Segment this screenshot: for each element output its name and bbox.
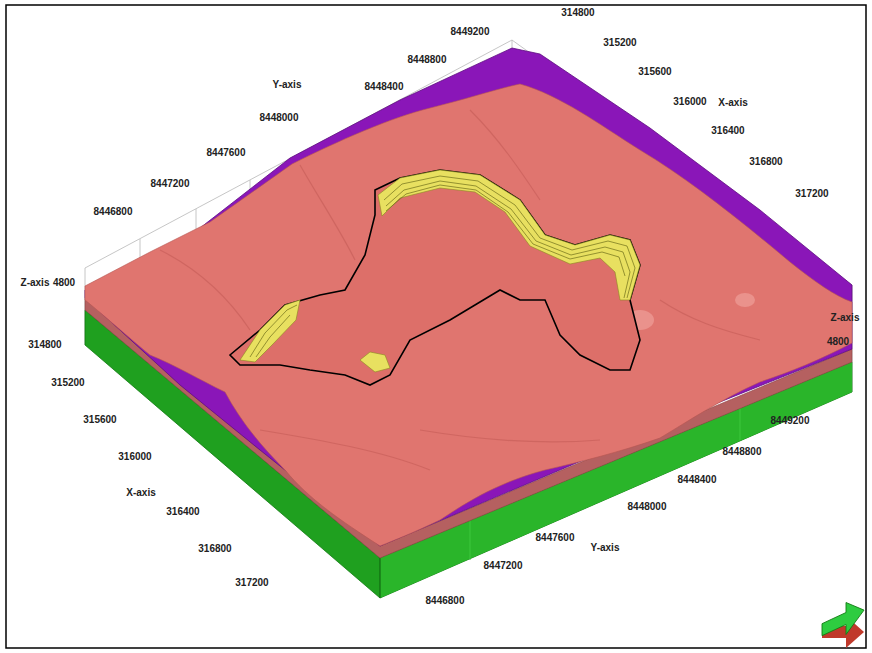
axis-tick-label: 314800 — [561, 8, 594, 18]
axis-tick-label: 8448000 — [628, 502, 667, 512]
axis-tick-label: 4800 — [827, 337, 849, 347]
axis-tick-label: 316800 — [749, 157, 782, 167]
bench-lines — [250, 176, 635, 357]
axis-tick-label: 8448400 — [365, 82, 404, 92]
axis-tick-label: 317200 — [795, 189, 828, 199]
axis-tick-label: 316000 — [118, 452, 151, 462]
axis-tick-label: 317200 — [235, 578, 268, 588]
axis-tick-label: 315200 — [51, 378, 84, 388]
axis-title: Z-axis — [831, 313, 860, 323]
orientation-arrow — [822, 594, 864, 648]
pit-outline — [230, 170, 640, 385]
axis-tick-label: 316800 — [198, 544, 231, 554]
axis-tick-label: 8447600 — [536, 533, 575, 543]
axis-tick-label: 8447600 — [207, 148, 246, 158]
axis-tick-label: 4800 — [53, 278, 75, 288]
axis-tick-label: 316400 — [166, 507, 199, 517]
axis-title: Y-axis — [591, 543, 620, 553]
axis-tick-label: 8446800 — [426, 596, 465, 606]
axis-tick-label: 316400 — [711, 126, 744, 136]
axis-tick-label: 315600 — [83, 415, 116, 425]
frame — [6, 5, 866, 648]
axis-tick-label: 8449200 — [451, 27, 490, 37]
axis-tick-label: 314800 — [28, 340, 61, 350]
axis-tick-label: 8447200 — [151, 179, 190, 189]
axis-title: X-axis — [126, 488, 155, 498]
axis-tick-label: 8448800 — [723, 447, 762, 457]
axis-tick-label: 315200 — [603, 38, 636, 48]
axis-tick-label: 315600 — [638, 67, 671, 77]
axis-tick-label: 8446800 — [94, 207, 133, 217]
axis-tick-label: 8449200 — [771, 416, 810, 426]
axis-title: Y-axis — [273, 80, 302, 90]
purple-layer — [85, 48, 852, 546]
axis-tick-label: 8448800 — [408, 55, 447, 65]
axis-tick-label: 8447200 — [484, 561, 523, 571]
axis-tick-label: 316000 — [673, 97, 706, 107]
axis-title: X-axis — [718, 98, 747, 108]
axis-tick-label: 8448400 — [678, 475, 717, 485]
pit-benches — [378, 170, 640, 300]
terrain-surface — [85, 84, 852, 546]
axis-tick-label: 8448000 — [260, 113, 299, 123]
axis-title: Z-axis — [21, 278, 50, 288]
